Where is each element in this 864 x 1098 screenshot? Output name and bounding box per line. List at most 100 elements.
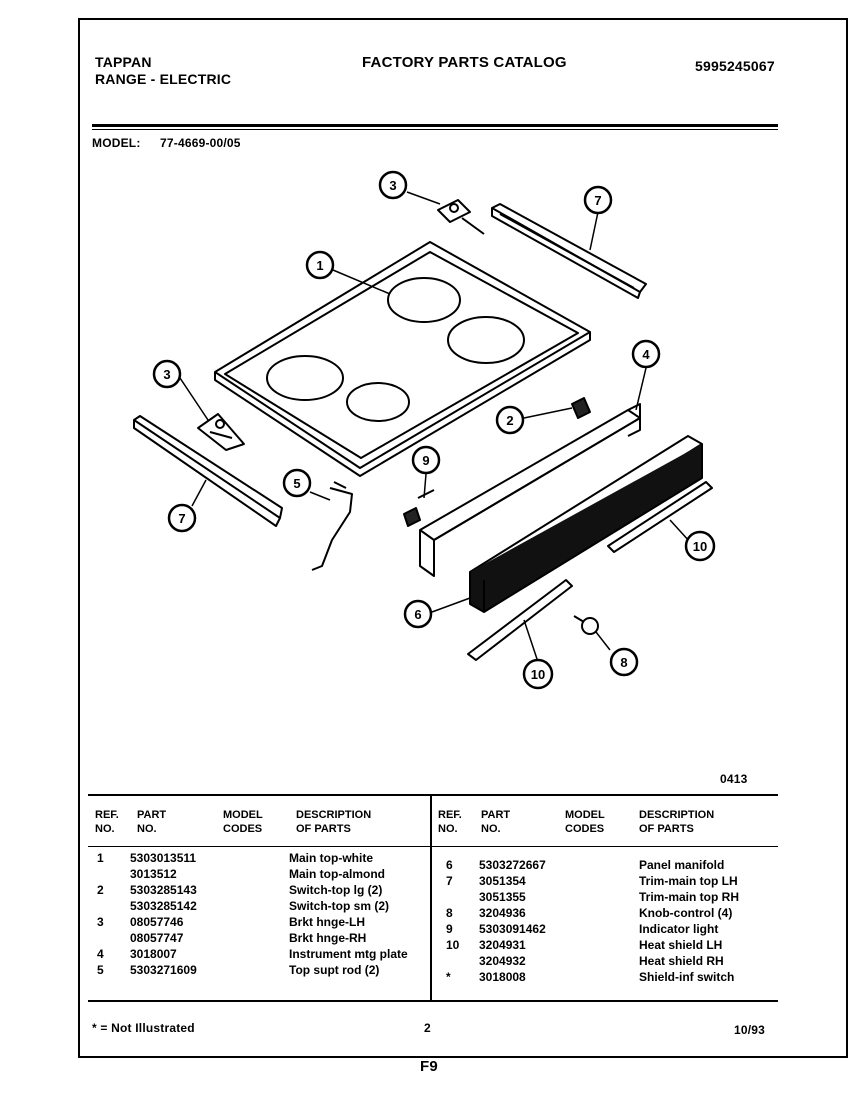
table-cell-part: 5303285143 bbox=[130, 883, 197, 897]
page-frame bbox=[78, 18, 848, 1058]
table-cell-desc: Trim-main top RH bbox=[639, 890, 740, 904]
panel-manifold-part bbox=[469, 435, 703, 613]
callout-1 bbox=[305, 250, 335, 280]
table-cell-ref: 2 bbox=[97, 883, 104, 897]
table-cell-ref: 4 bbox=[97, 947, 104, 961]
table-cell-desc: Shield-inf switch bbox=[639, 970, 735, 984]
page-number: 2 bbox=[424, 1021, 431, 1035]
callout-6 bbox=[403, 599, 433, 629]
callout-3-left bbox=[152, 359, 182, 389]
table-cell-part: 3051355 bbox=[479, 890, 526, 904]
table-cell-ref: 9 bbox=[446, 922, 453, 936]
diagram-code: 0413 bbox=[720, 772, 748, 786]
callout-label: 3 bbox=[389, 178, 396, 193]
col-codes-header: MODEL CODES bbox=[223, 809, 263, 835]
exploded-parts-diagram: 3 7 1 3 4 2 9 5 7 10 6 8 10 bbox=[133, 170, 716, 690]
callout-label: 4 bbox=[642, 347, 650, 362]
table-cell-part: 3013512 bbox=[130, 867, 177, 881]
table-cell-desc: Switch-top lg (2) bbox=[289, 883, 383, 897]
table-cell-ref: 3 bbox=[97, 915, 104, 929]
table-cell-ref: 10 bbox=[446, 938, 460, 952]
col-part-header: PART NO. bbox=[137, 809, 167, 835]
model-label: MODEL: bbox=[92, 136, 141, 150]
table-cell-part: 5303285142 bbox=[130, 899, 197, 913]
product-type: RANGE - ELECTRIC bbox=[95, 71, 232, 87]
table-bottom-rule bbox=[88, 1000, 778, 1002]
table-cell-desc: Instrument mtg plate bbox=[289, 947, 408, 961]
table-cell-desc: Heat shield RH bbox=[639, 954, 724, 968]
callout-label: 8 bbox=[620, 655, 627, 670]
callout-7-top bbox=[583, 185, 613, 215]
table-cell-part: 5303091462 bbox=[479, 922, 546, 936]
callout-9 bbox=[411, 445, 441, 475]
table-cell-desc: Indicator light bbox=[639, 922, 719, 936]
brand: TAPPAN bbox=[95, 54, 152, 70]
table-top-rule bbox=[88, 794, 778, 796]
table-cell-desc: Main top-almond bbox=[289, 867, 385, 881]
table-cell-part: 5303013511 bbox=[130, 851, 197, 865]
table-cell-desc: Top supt rod (2) bbox=[289, 963, 380, 977]
table-cell-part: 5303271609 bbox=[130, 963, 197, 977]
trim-main-top-rh-part bbox=[491, 203, 647, 299]
catalog-title: FACTORY PARTS CATALOG bbox=[362, 54, 567, 71]
not-illustrated-note: * = Not Illustrated bbox=[92, 1021, 195, 1035]
callout-label: 10 bbox=[693, 539, 707, 554]
callout-label: 2 bbox=[506, 413, 513, 428]
callout-8 bbox=[609, 647, 639, 677]
table-cell-ref: 1 bbox=[97, 851, 104, 865]
table-cell-desc: Brkt hnge-LH bbox=[289, 915, 365, 929]
table-cell-part: 3018007 bbox=[130, 947, 177, 961]
callout-4 bbox=[631, 339, 661, 369]
callout-3-top bbox=[378, 170, 408, 200]
callout-label: 5 bbox=[293, 476, 300, 491]
heat-shield-rh-part bbox=[607, 481, 713, 553]
catalog-number: 5995245067 bbox=[695, 58, 775, 74]
col-desc-header: DESCRIPTION OF PARTS bbox=[296, 809, 372, 835]
table-cell-desc: Brkt hnge-RH bbox=[289, 931, 367, 945]
trim-main-top-lh-part bbox=[133, 415, 283, 527]
table-cell-part: 3204932 bbox=[479, 954, 526, 968]
table-cell-part: 3051354 bbox=[479, 874, 526, 888]
callout-label: 7 bbox=[594, 193, 601, 208]
callout-10-bottom bbox=[522, 658, 554, 690]
col-ref-header: REF. NO. bbox=[95, 809, 119, 835]
callout-label: 3 bbox=[163, 367, 170, 382]
col-desc-header-right: DESCRIPTION OF PARTS bbox=[639, 809, 715, 835]
header-rule bbox=[92, 124, 778, 127]
col-ref-header-right: REF. NO. bbox=[438, 809, 462, 835]
top-support-rod-part bbox=[311, 481, 353, 571]
hinge-bracket-upper-part bbox=[437, 199, 485, 235]
callout-label: 1 bbox=[316, 258, 323, 273]
hinge-bracket-lower-part bbox=[197, 413, 245, 451]
col-part-header-right: PART NO. bbox=[481, 809, 511, 835]
table-cell-part: 08057747 bbox=[130, 931, 184, 945]
table-cell-part: 5303272667 bbox=[479, 858, 546, 872]
table-header-rule bbox=[88, 846, 778, 847]
heat-shield-lh-part bbox=[467, 579, 573, 661]
table-cell-part: 3204931 bbox=[479, 938, 526, 952]
table-cell-ref: * bbox=[446, 970, 451, 984]
callout-label: 7 bbox=[178, 511, 185, 526]
control-knob-part bbox=[573, 615, 599, 635]
table-cell-ref: 8 bbox=[446, 906, 453, 920]
callout-7-left bbox=[167, 503, 197, 533]
header-rule-thin bbox=[92, 129, 778, 130]
table-cell-ref: 5 bbox=[97, 963, 104, 977]
table-divider bbox=[430, 796, 432, 1000]
callout-label: 6 bbox=[414, 607, 421, 622]
callout-label: 10 bbox=[531, 667, 545, 682]
switch-top-part bbox=[571, 397, 591, 419]
table-cell-ref: 6 bbox=[446, 858, 453, 872]
indicator-light-part bbox=[403, 489, 435, 527]
table-cell-part: 3204936 bbox=[479, 906, 526, 920]
table-cell-desc: Knob-control (4) bbox=[639, 906, 733, 920]
callout-10-right bbox=[684, 530, 716, 562]
model-number: 77-4669-00/05 bbox=[160, 136, 241, 150]
section-code: F9 bbox=[420, 1058, 438, 1075]
table-cell-part: 3018008 bbox=[479, 970, 526, 984]
table-cell-desc: Heat shield LH bbox=[639, 938, 723, 952]
table-cell-part: 08057746 bbox=[130, 915, 184, 929]
callout-label: 9 bbox=[422, 453, 429, 468]
revision-date: 10/93 bbox=[734, 1023, 766, 1037]
table-cell-desc: Main top-white bbox=[289, 851, 373, 865]
